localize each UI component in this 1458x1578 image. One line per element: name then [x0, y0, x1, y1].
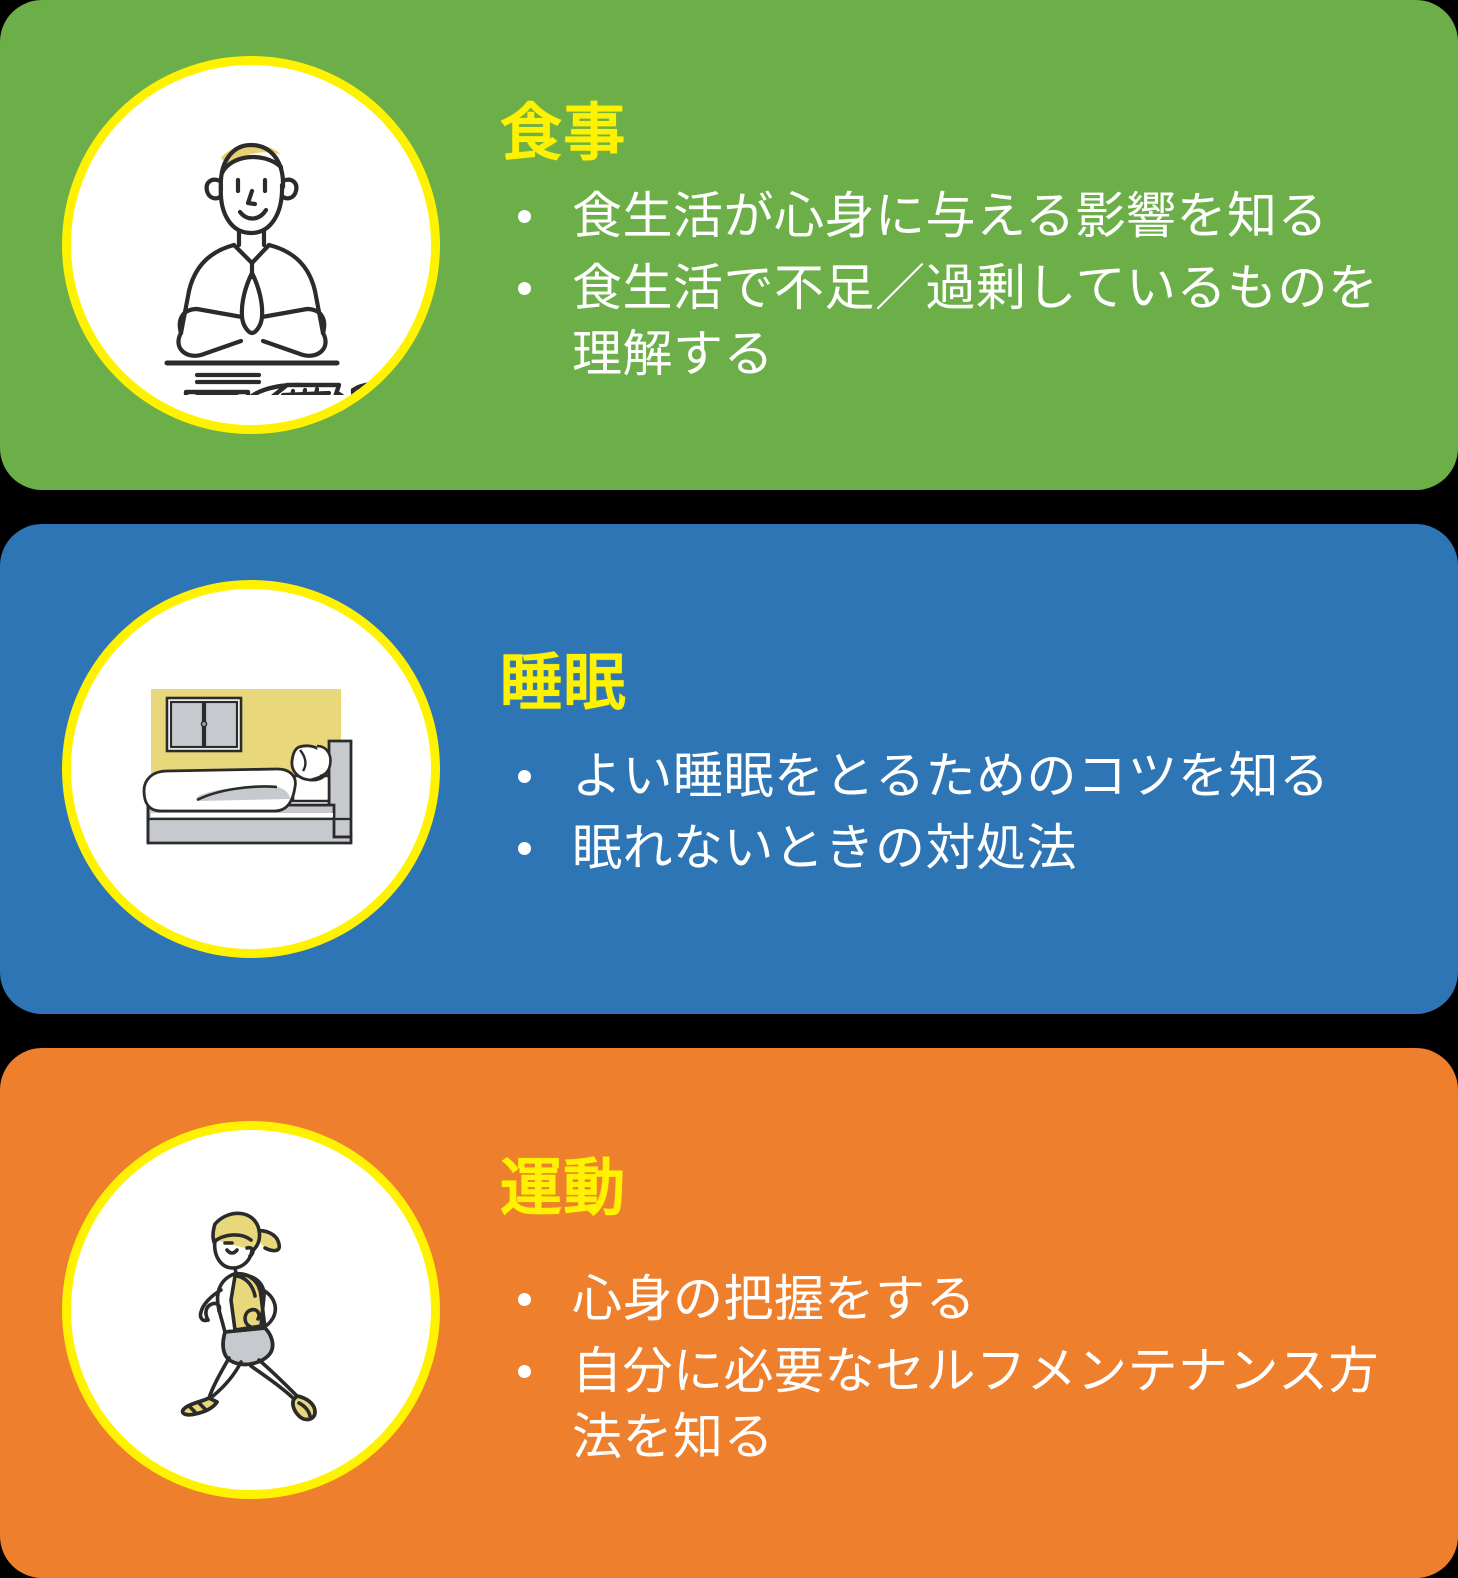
badge-exercise	[62, 1121, 440, 1499]
card-sleep[interactable]: 睡眠 よい睡眠をとるためのコツを知る 眠れないときの対処法	[0, 524, 1458, 1014]
bullet-list-diet: 食生活が心身に与える影響を知る 食生活で不足／過剰しているものを理解する	[500, 183, 1428, 387]
praying-person-at-meal-icon	[101, 95, 401, 395]
list-item: 眠れないときの対処法	[500, 815, 1428, 881]
bullet-list-exercise: 心身の把握をする 自分に必要なセルフメンテナンス方法を知る	[500, 1266, 1428, 1470]
list-item: 自分に必要なセルフメンテナンス方法を知る	[500, 1338, 1428, 1470]
card-title-exercise: 運動	[500, 1154, 627, 1224]
list-item: 心身の把握をする	[500, 1266, 1428, 1332]
content-sleep: 睡眠 よい睡眠をとるためのコツを知る 眠れないときの対処法	[440, 651, 1458, 886]
badge-sleep	[62, 580, 440, 958]
badge-diet	[62, 56, 440, 434]
card-diet[interactable]: 食事 食生活が心身に与える影響を知る 食生活で不足／過剰しているものを理解する	[0, 0, 1458, 490]
content-exercise: 運動 心身の把握をする 自分に必要なセルフメンテナンス方法を知る	[440, 1150, 1458, 1475]
card-title-diet: 食事	[500, 99, 627, 169]
content-diet: 食事 食生活が心身に与える影響を知る 食生活で不足／過剰しているものを理解する	[440, 97, 1458, 392]
bullet-list-sleep: よい睡眠をとるためのコツを知る 眠れないときの対処法	[500, 743, 1428, 881]
running-woman-icon	[101, 1160, 401, 1460]
list-item: よい睡眠をとるためのコツを知る	[500, 743, 1428, 809]
list-item: 食生活が心身に与える影響を知る	[500, 183, 1428, 249]
list-item: 食生活で不足／過剰しているものを理解する	[500, 255, 1428, 387]
person-sleeping-in-bed-icon	[101, 619, 401, 919]
card-exercise[interactable]: 運動 心身の把握をする 自分に必要なセルフメンテナンス方法を知る	[0, 1048, 1458, 1578]
card-title-sleep: 睡眠	[500, 649, 627, 719]
